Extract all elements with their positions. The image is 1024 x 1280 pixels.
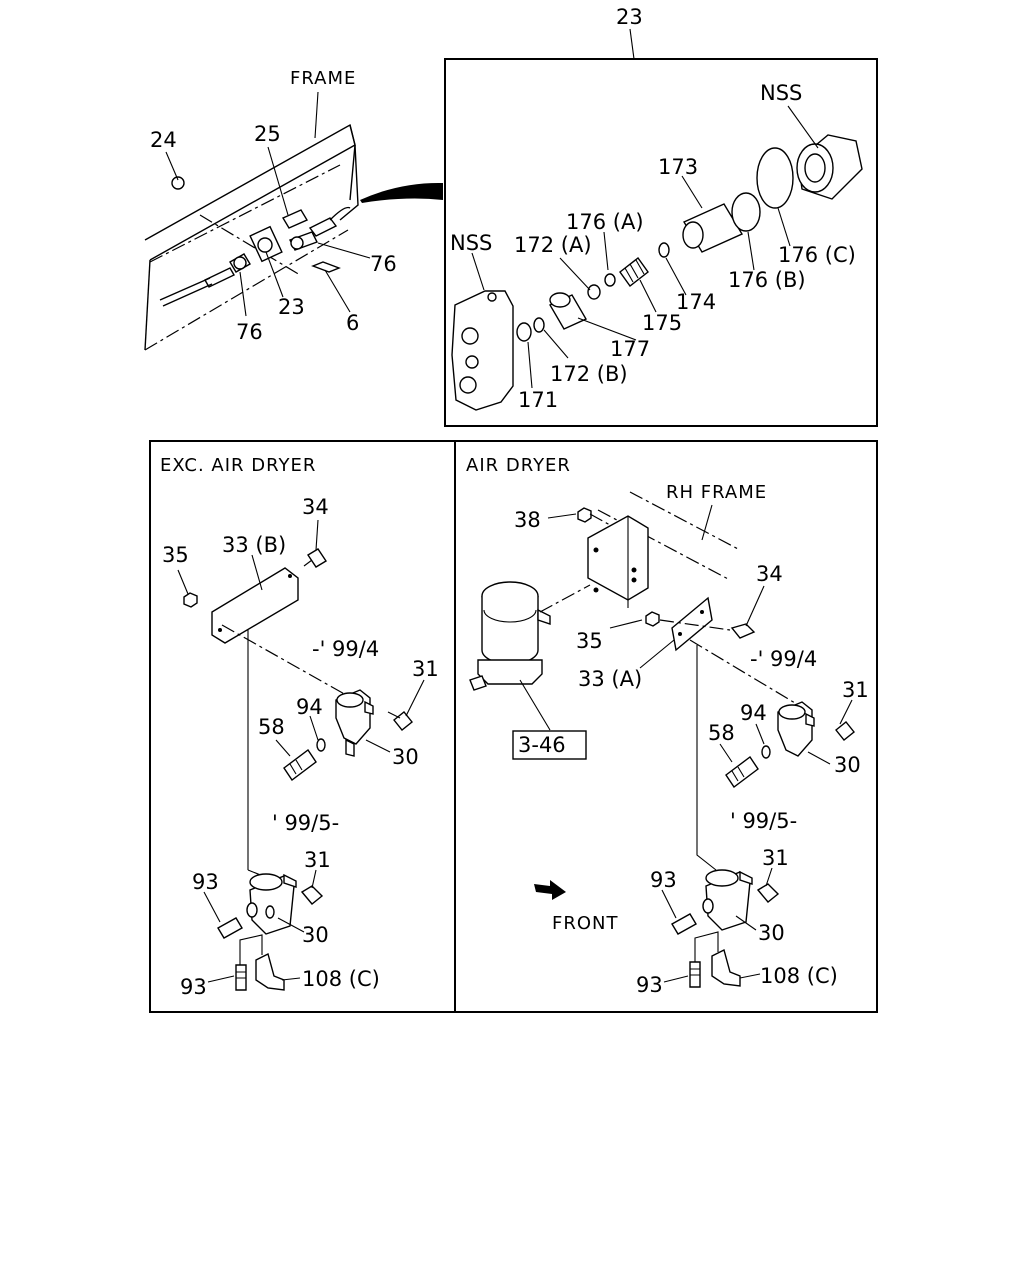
right-callout-35: 35 <box>576 629 603 653</box>
callout-175: 175 <box>642 311 682 335</box>
left-date-before: -' 99/4 <box>312 637 379 661</box>
left-callout-31-bottom: 31 <box>304 848 331 872</box>
left-callout-30-top: 30 <box>392 745 419 769</box>
left-callout-30-bottom: 30 <box>302 923 329 947</box>
exc-air-dryer-view <box>177 519 425 991</box>
right-callout-30-top: 30 <box>834 753 861 777</box>
right-callout-33a: 33 (A) <box>578 667 642 691</box>
callout-nss-right: NSS <box>760 81 802 105</box>
right-callout-93-top: 93 <box>650 868 677 892</box>
ref-3-46[interactable]: 3-46 <box>518 733 566 757</box>
lower-panels-box <box>149 440 878 1013</box>
callout-177: 177 <box>610 337 650 361</box>
right-callout-58: 58 <box>708 721 735 745</box>
callout-176a: 176 (A) <box>566 210 644 234</box>
right-callout-93-bottom: 93 <box>636 973 663 997</box>
right-date-after: ' 99/5- <box>730 809 797 833</box>
right-callout-38: 38 <box>514 508 541 532</box>
right-callout-31-top: 31 <box>842 678 869 702</box>
right-callout-108c: 108 (C) <box>760 964 838 988</box>
front-label: FRONT <box>552 913 619 934</box>
rh-frame-label: RH FRAME <box>666 482 767 503</box>
callout-24: 24 <box>150 128 177 152</box>
left-date-after: ' 99/5- <box>272 811 339 835</box>
left-callout-93-top: 93 <box>192 870 219 894</box>
left-callout-34: 34 <box>302 495 329 519</box>
callout-176b: 176 (B) <box>728 268 806 292</box>
left-callout-35: 35 <box>162 543 189 567</box>
callout-76-right: 76 <box>370 252 397 276</box>
frame-assembly-view <box>144 91 443 351</box>
callout-172b: 172 (B) <box>550 362 628 386</box>
right-date-before: -' 99/4 <box>750 647 817 671</box>
right-callout-94: 94 <box>740 701 767 725</box>
left-callout-58: 58 <box>258 715 285 739</box>
callout-173: 173 <box>658 155 698 179</box>
callout-nss-left: NSS <box>450 231 492 255</box>
right-panel-title: AIR DRYER <box>466 455 571 476</box>
detail-title-23: 23 <box>616 5 643 29</box>
callout-23: 23 <box>278 295 305 319</box>
callout-25: 25 <box>254 122 281 146</box>
left-callout-94: 94 <box>296 695 323 719</box>
callout-76-left: 76 <box>236 320 263 344</box>
callout-174: 174 <box>676 290 716 314</box>
right-callout-34: 34 <box>756 562 783 586</box>
left-callout-108c: 108 (C) <box>302 967 380 991</box>
frame-label: FRAME <box>290 68 356 89</box>
callout-171: 171 <box>518 388 558 412</box>
callout-172a: 172 (A) <box>514 233 592 257</box>
air-dryer-view <box>469 491 855 988</box>
right-callout-31-bottom: 31 <box>762 846 789 870</box>
callout-176c: 176 (C) <box>778 243 856 267</box>
left-callout-33b: 33 (B) <box>222 533 286 557</box>
right-callout-30-bottom: 30 <box>758 921 785 945</box>
detail-23-box <box>444 28 878 427</box>
left-callout-93-bottom: 93 <box>180 975 207 999</box>
left-panel-title: EXC. AIR DRYER <box>160 455 316 476</box>
left-callout-31-top: 31 <box>412 657 439 681</box>
callout-6: 6 <box>346 311 359 335</box>
